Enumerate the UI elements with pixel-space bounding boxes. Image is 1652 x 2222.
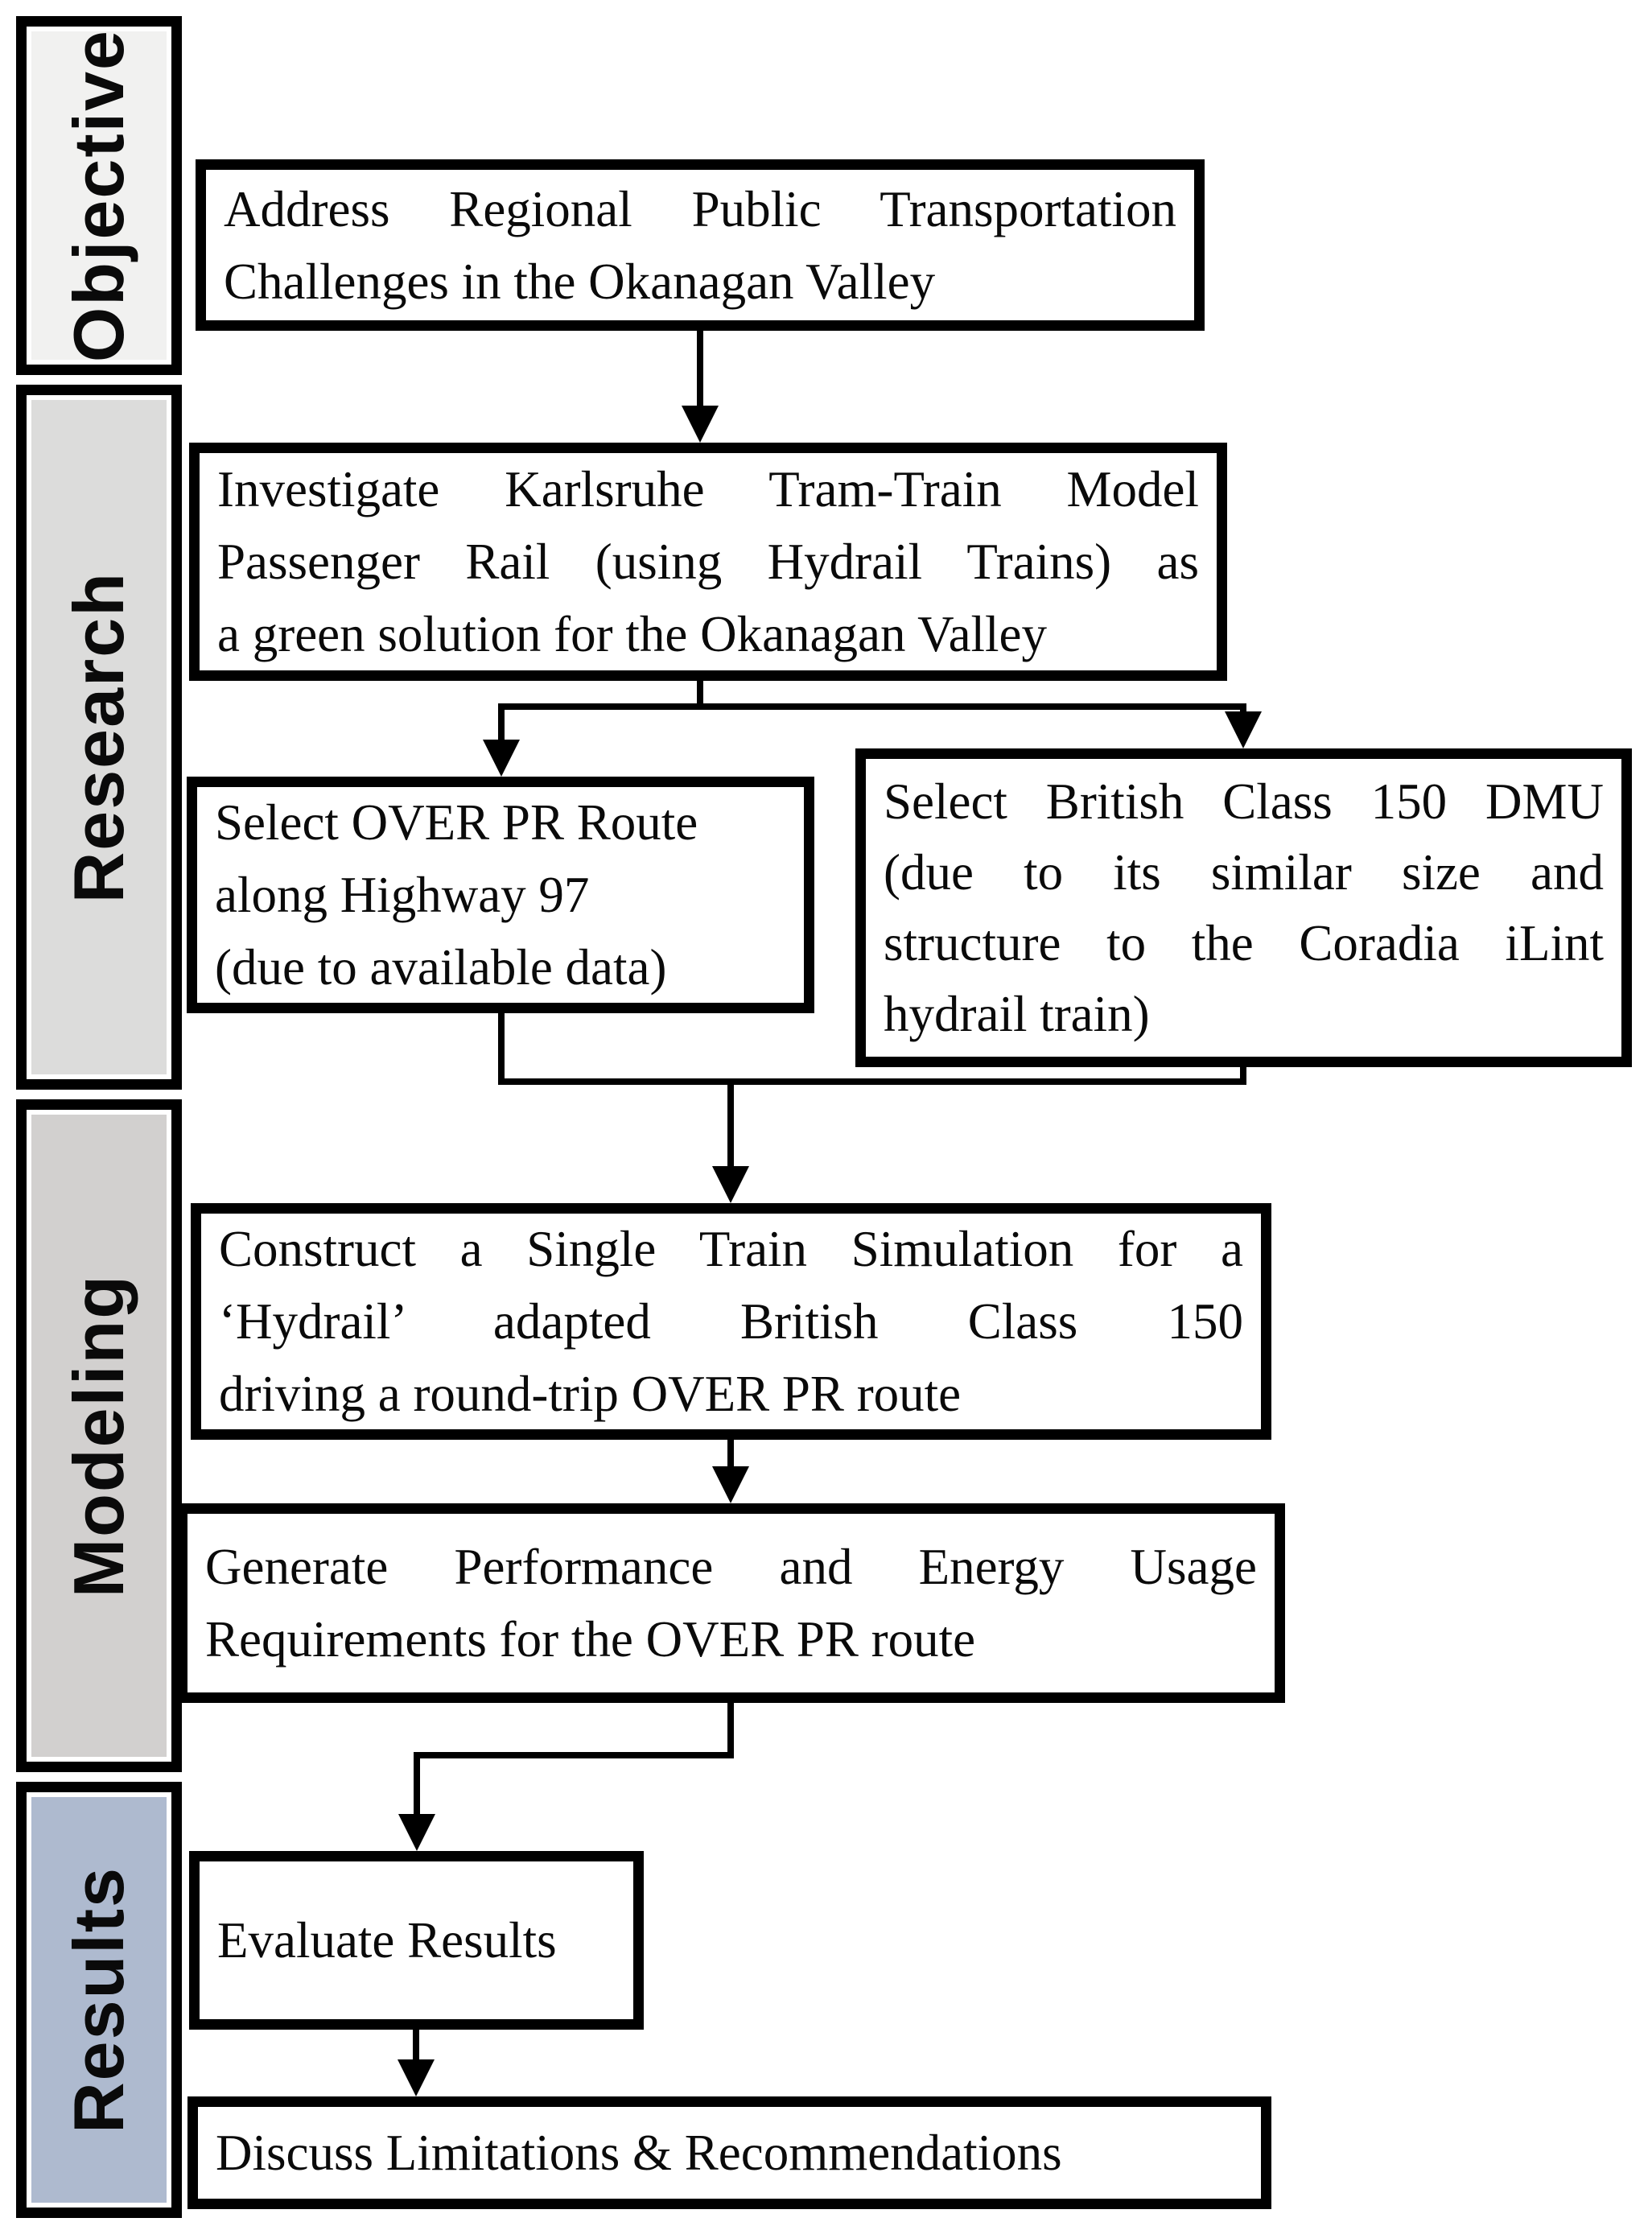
connector-construct-to-generate (727, 1440, 734, 1468)
connector-split-left-drop (498, 710, 505, 742)
box-discuss-limitations: Discuss Limitations & Recommendations (187, 2096, 1271, 2209)
box-text-line: (due to available data) (215, 939, 667, 996)
arrowhead-down-icon (398, 2059, 435, 2096)
connector-split-horizontal (498, 703, 1246, 710)
box-construct-simulation: Construct a Single Train Simulation for … (191, 1203, 1271, 1440)
arrowhead-down-icon (1225, 711, 1262, 748)
box-text-line: Construct a Single Train Simulation for … (219, 1221, 1243, 1277)
box-text-line: ‘Hydrail’ adapted British Class 150 (219, 1293, 1243, 1350)
arrowhead-down-icon (712, 1466, 749, 1503)
box-evaluate-results: Evaluate Results (189, 1851, 644, 2030)
connector-evaluate-to-discuss (413, 2030, 419, 2060)
stage-research-fill: Research (31, 400, 167, 1074)
connector-generate-elbow (414, 1752, 734, 1758)
box-text-line: Address Regional Public Transportation (224, 180, 1176, 237)
stage-objective-label: Objective (59, 28, 138, 363)
stage-results: Results (16, 1782, 182, 2218)
box-text-line: hydrail train) (884, 986, 1150, 1042)
stage-objective: Objective (16, 16, 182, 375)
box-text-line: Discuss Limitations & Recommendations (216, 2125, 1062, 2181)
stage-results-label: Results (59, 1866, 138, 2133)
connector-merge-right-drop (1240, 1067, 1246, 1085)
connector-investigate-stem (697, 681, 703, 710)
box-text-line: along Highway 97 (215, 867, 590, 923)
box-select-over-pr-route: Select OVER PR Route along Highway 97 (due… (187, 777, 814, 1013)
box-text-line: structure to the Coradia iLint (884, 915, 1604, 971)
box-text-line: driving a round-trip OVER PR route (219, 1366, 962, 1422)
arrowhead-down-icon (712, 1166, 749, 1203)
stage-research-label: Research (59, 571, 138, 904)
box-text-line: Requirements for the OVER PR route (205, 1611, 976, 1668)
connector-address-to-investigate (697, 331, 703, 407)
connector-elbow-to-evaluate (414, 1758, 420, 1815)
box-text-line: Investigate Karlsruhe Tram-Train Model (217, 461, 1199, 517)
stage-modeling: Modeling (16, 1099, 182, 1772)
stage-research: Research (16, 385, 182, 1090)
box-text-line: Challenges in the Okanagan Valley (224, 253, 936, 310)
box-text-line: a green solution for the Okanagan Valley (217, 606, 1048, 662)
box-text-line: Evaluate Results (217, 1912, 557, 1968)
arrowhead-down-icon (398, 1814, 435, 1851)
box-text-line: Generate Performance and Energy Usage (205, 1539, 1257, 1595)
box-text-line: Passenger Rail (using Hydrail Trains) as (217, 534, 1199, 590)
arrowhead-down-icon (483, 740, 520, 777)
arrowhead-down-icon (682, 406, 719, 443)
box-select-british-class-150: Select British Class 150 DMU (due to its … (855, 748, 1632, 1067)
box-text-line: Select OVER PR Route (215, 794, 698, 851)
stage-modeling-fill: Modeling (31, 1115, 167, 1757)
connector-merge-horizontal (498, 1078, 1246, 1085)
connector-merge-to-construct (727, 1085, 734, 1167)
stage-modeling-label: Modeling (59, 1273, 138, 1598)
stage-results-fill: Results (31, 1797, 167, 2203)
box-text-line: (due to its similar size and (884, 844, 1604, 901)
stage-objective-fill: Objective (31, 28, 167, 363)
connector-merge-left-drop (498, 1013, 505, 1085)
connector-generate-stem (727, 1703, 734, 1758)
box-text-line: Select British Class 150 DMU (884, 773, 1604, 830)
